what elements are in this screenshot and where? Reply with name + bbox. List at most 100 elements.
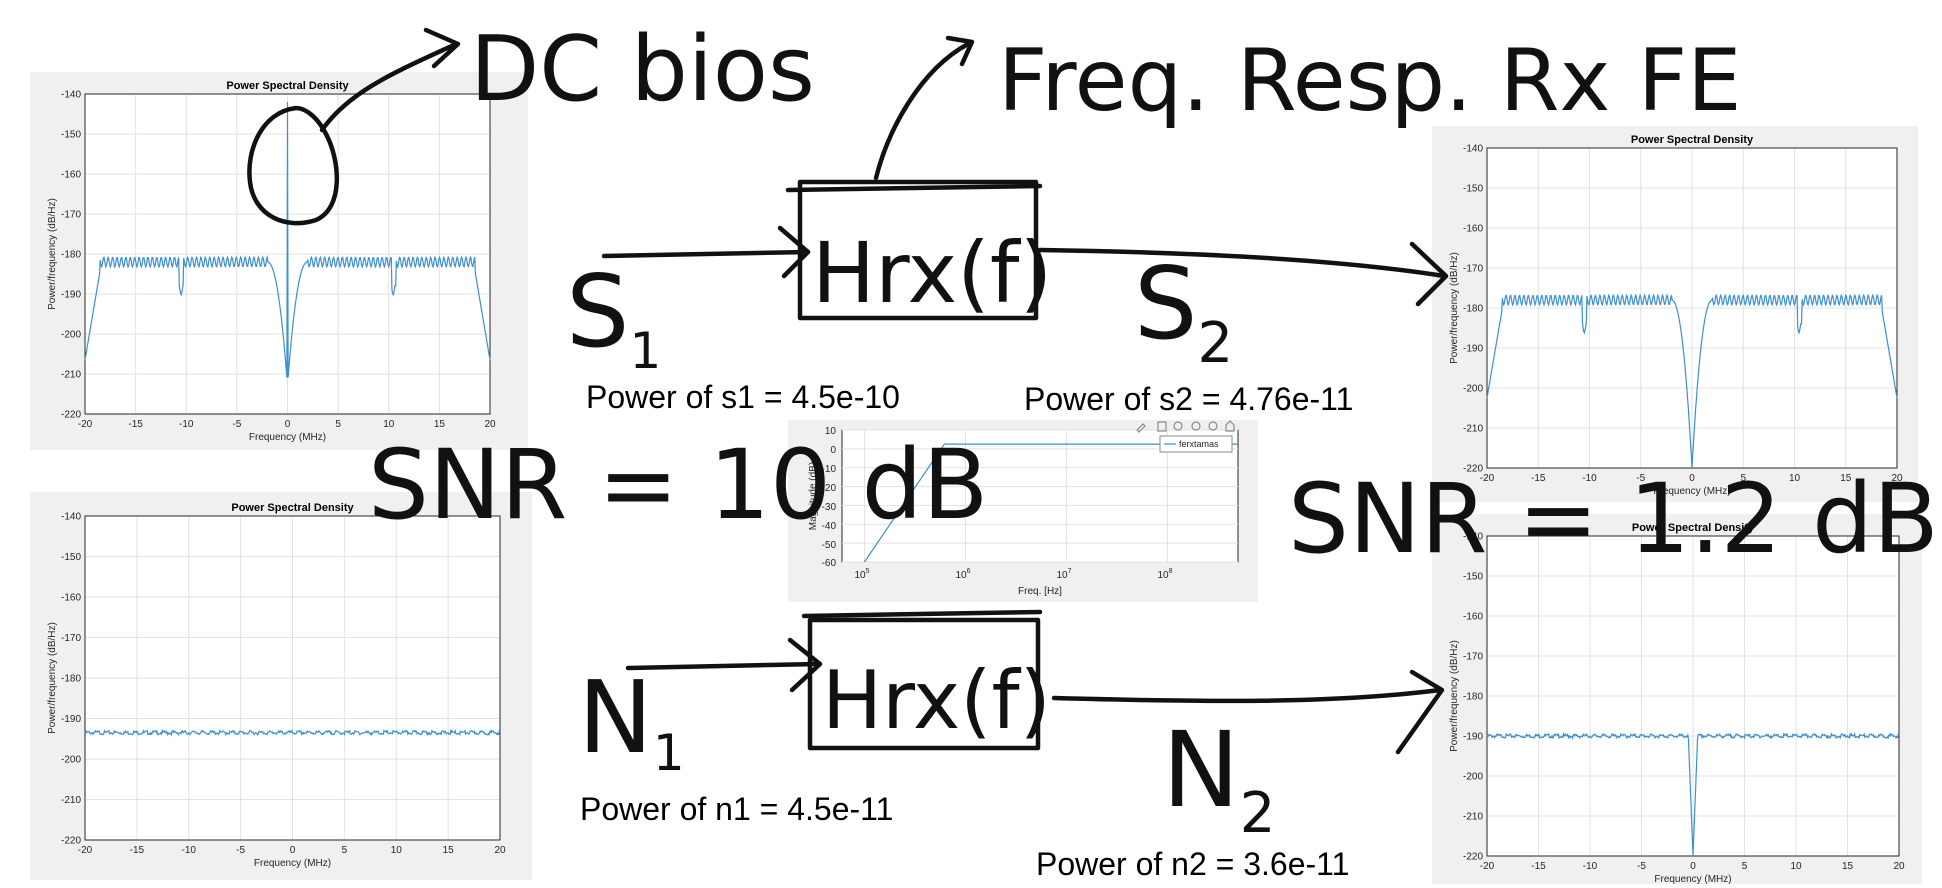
zoom-out-icon[interactable] <box>1208 421 1218 431</box>
y-tick-label: -180 <box>61 674 81 685</box>
y-tick-label: -60 <box>822 558 837 569</box>
x-tick-label: 0 <box>290 845 296 856</box>
y-tick-label: -170 <box>61 210 81 221</box>
plot-toolbar[interactable] <box>1136 420 1235 433</box>
freq-response-y-ticks: 10 0 -10 -20 -30 -40 -50 -60 <box>822 426 837 569</box>
y-tick-label: -210 <box>61 795 81 806</box>
x-tick-label: 108 <box>1157 568 1172 581</box>
x-tick-label: -20 <box>78 845 93 856</box>
y-tick-label: -200 <box>1463 384 1483 395</box>
dc-bias-arrowhead <box>423 27 461 69</box>
x-tick-label: 10 <box>1790 861 1802 872</box>
y-tick-label: -190 <box>1463 732 1483 743</box>
y-tick-label: -190 <box>61 290 81 301</box>
dc-bias-label: DC bios <box>470 17 815 122</box>
psd-title: Power Spectral Density <box>226 80 349 92</box>
power-s1: Power of s1 = 4.5e-10 <box>586 379 900 415</box>
n1-label: N1 <box>578 659 685 782</box>
y-tick-label: -150 <box>1463 184 1483 195</box>
x-tick-label: 5 <box>1742 861 1748 872</box>
s1-label: S1 <box>566 253 661 380</box>
s2-arrow-line <box>1037 247 1447 279</box>
x-tick-label: -15 <box>1531 473 1546 484</box>
x-tick-label: 0 <box>285 419 291 430</box>
x-tick-label: 0 <box>1689 473 1695 484</box>
freq-response-x-label: Freq. [Hz] <box>1018 586 1062 597</box>
freq-resp-arrowhead <box>945 35 975 67</box>
psd-x-label: Frequency (MHz) <box>1654 874 1731 885</box>
y-tick-label: -140 <box>1463 532 1483 543</box>
brush-icon[interactable] <box>1136 423 1146 433</box>
x-tick-label: -5 <box>236 845 245 856</box>
x-tick-label: 106 <box>955 568 970 581</box>
psd-trace <box>84 728 501 737</box>
y-tick-label: -150 <box>61 130 81 141</box>
snr-output-label: SNR = 1.2 dB <box>1288 463 1939 575</box>
home-icon[interactable] <box>1225 420 1235 432</box>
y-tick-label: -170 <box>61 633 81 644</box>
export-icon[interactable] <box>1157 421 1167 432</box>
y-tick-label: 0 <box>830 445 836 456</box>
legend-label: ferxtamas <box>1179 439 1219 449</box>
x-tick-label: 5 <box>335 419 341 430</box>
power-annotations: Power of s1 = 4.5e-10 Power of s2 = 4.76… <box>580 379 1353 882</box>
y-tick-label: -160 <box>61 170 81 181</box>
y-tick-label: -160 <box>1463 224 1483 235</box>
y-tick-label: -160 <box>61 593 81 604</box>
y-tick-label: -200 <box>61 755 81 766</box>
x-tick-label: 20 <box>1891 473 1903 484</box>
ink-annotations <box>247 27 1449 755</box>
y-tick-label: -210 <box>1463 812 1483 823</box>
freq-response-y-label: Magnitude (dB) <box>808 462 819 530</box>
power-n1: Power of n1 = 4.5e-11 <box>580 791 893 827</box>
s2-arrowhead <box>1409 241 1449 307</box>
freq-resp-arrow-line <box>873 41 971 181</box>
zoom-in-icon[interactable] <box>1191 421 1201 431</box>
freq-response-x-ticks: 105 106 107 108 <box>854 568 1172 581</box>
x-tick-label: 15 <box>434 419 446 430</box>
hrx-block-bottom <box>807 617 1041 751</box>
x-tick-label: 10 <box>1789 473 1801 484</box>
x-tick-label: -20 <box>78 419 93 430</box>
y-tick-label: -190 <box>1463 344 1483 355</box>
y-tick-label: -10 <box>822 464 837 475</box>
psd-y-label: Power/frequency (dB/Hz) <box>47 622 58 734</box>
psd-title: Power Spectral Density <box>1631 134 1754 146</box>
x-tick-label: 5 <box>342 845 348 856</box>
y-tick-label: -180 <box>1463 304 1483 315</box>
y-tick-label: -160 <box>1463 612 1483 623</box>
x-tick-label: -5 <box>232 419 241 430</box>
psd-axes-border <box>84 93 491 415</box>
n2-arrow-line <box>1051 687 1443 704</box>
x-tick-label: 10 <box>391 845 403 856</box>
y-tick-label: -180 <box>61 250 81 261</box>
x-tick-label: -15 <box>128 419 143 430</box>
y-tick-label: -210 <box>1463 424 1483 435</box>
pan-icon[interactable] <box>1173 421 1183 431</box>
freq-response-legend <box>1159 435 1233 453</box>
x-tick-label: 15 <box>443 845 455 856</box>
x-tick-label: -15 <box>130 845 145 856</box>
psd-x-label: Frequency (MHz) <box>1653 486 1730 497</box>
y-tick-label: -150 <box>61 552 81 563</box>
x-tick-label: -15 <box>1531 861 1546 872</box>
y-tick-label: -190 <box>61 714 81 725</box>
x-tick-label: 15 <box>1840 473 1852 484</box>
x-tick-label: -10 <box>179 419 194 430</box>
y-tick-label: -220 <box>1463 852 1483 863</box>
n2-arrowhead <box>1395 669 1445 755</box>
psd-x-label: Frequency (MHz) <box>249 432 326 443</box>
x-tick-label: 10 <box>383 419 395 430</box>
psd-x-label: Frequency (MHz) <box>254 858 331 869</box>
psd-y-label: Power/frequency (dB/Hz) <box>1449 640 1460 752</box>
handwritten-labels: DC bios Freq. Resp. Rx FE Hrx(f) Hrx(f) … <box>368 17 1939 846</box>
x-tick-label: 107 <box>1056 568 1071 581</box>
y-tick-label: -20 <box>822 483 837 494</box>
x-tick-label: 5 <box>1740 473 1746 484</box>
psd-title: Power Spectral Density <box>1632 522 1755 534</box>
y-tick-label: -200 <box>1463 772 1483 783</box>
snr-input-label: SNR = 10 dB <box>368 429 988 541</box>
